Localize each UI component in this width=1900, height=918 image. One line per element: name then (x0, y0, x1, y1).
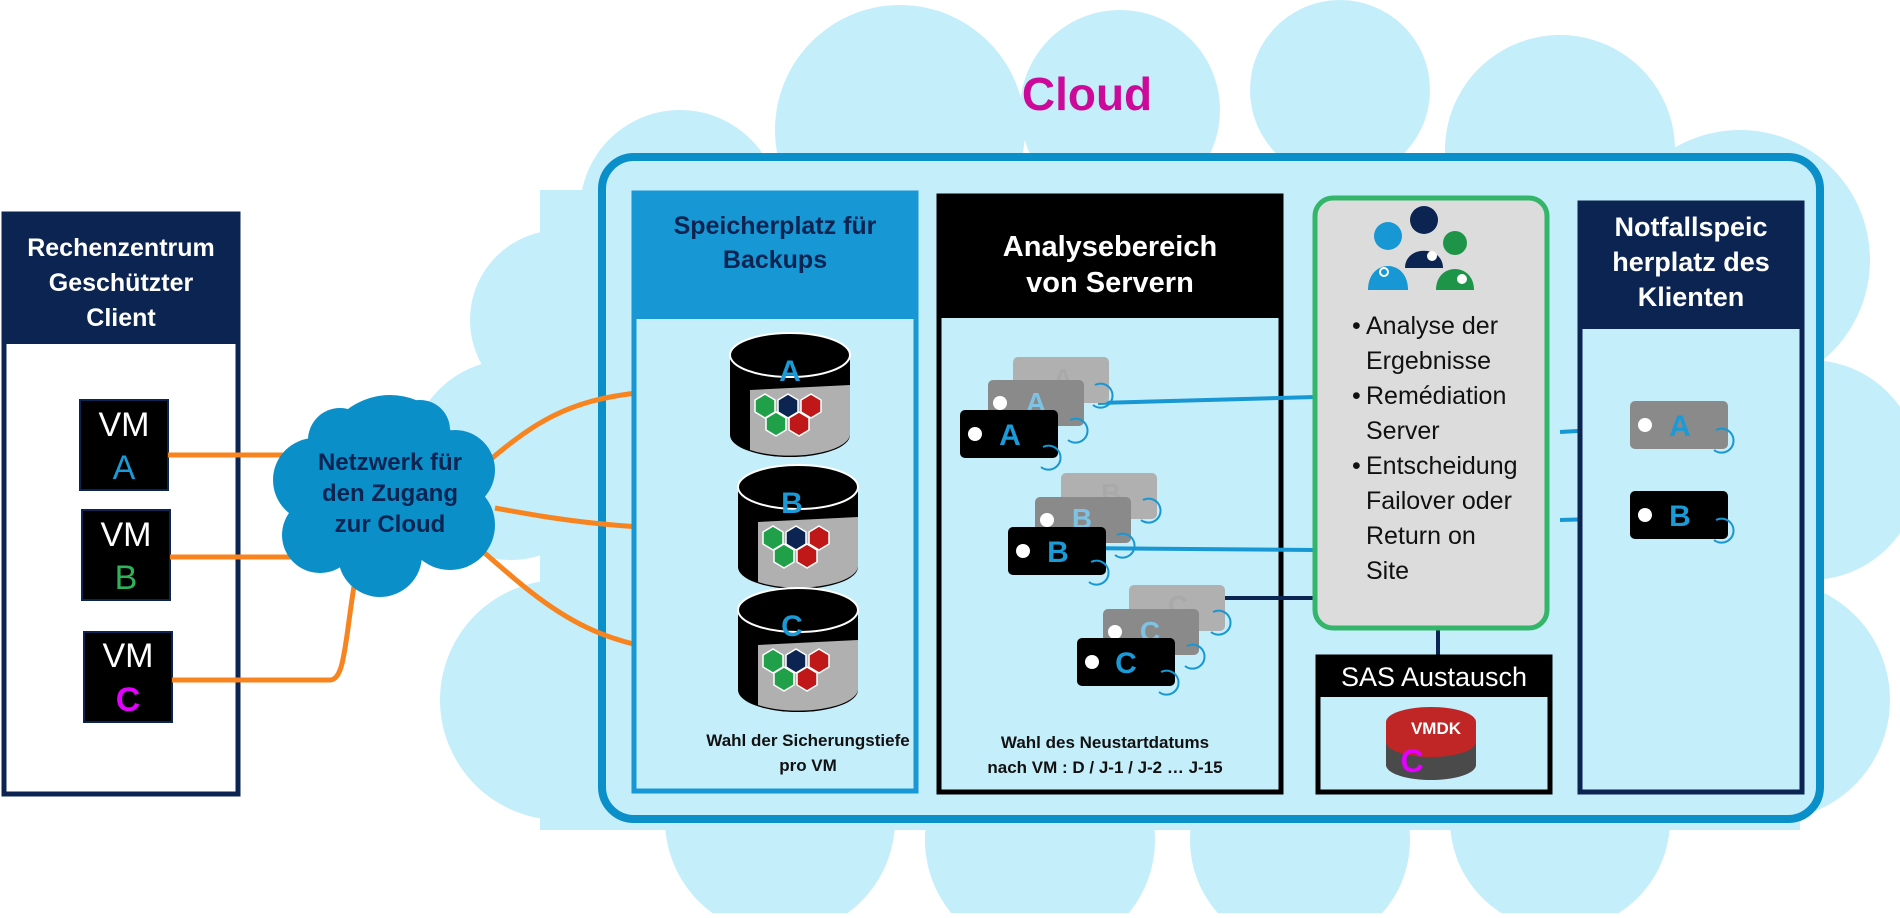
server-letter: B (1669, 500, 1691, 533)
vmdk-label: VMDK (1411, 719, 1462, 738)
vmdk-disk-icon[interactable]: VMDK C (1386, 707, 1476, 780)
emergency-title-line-1: Notfallspeic (1614, 212, 1767, 242)
emergency-server-a[interactable]: A (1630, 401, 1735, 454)
backup-caption-line-1: Wahl der Sicherungstiefe (706, 731, 909, 750)
server-stack-c[interactable]: C C C (1077, 585, 1232, 696)
server-letter: A (1669, 410, 1691, 443)
bullet-2-line-1: Remédiation (1366, 382, 1506, 410)
bullet-3-line-3: Return on (1366, 522, 1476, 550)
vm-box-c[interactable]: VM C (83, 631, 173, 723)
bullet-dot: • (1352, 312, 1361, 340)
server-letter: C (1115, 647, 1137, 680)
bullet-3-line-4: Site (1366, 557, 1409, 585)
analysis-caption-line-1: Wahl des Neustartdatums (1001, 733, 1209, 752)
datacenter-title-line-2: Geschützter (49, 269, 194, 297)
backup-db-b[interactable]: B (737, 464, 859, 589)
vm-box-b[interactable]: VM B (81, 509, 171, 601)
vm-label: VM (99, 406, 150, 444)
server-letter: B (1072, 503, 1092, 534)
bullet-3-line-1: Entscheidung (1366, 452, 1518, 480)
emergency-title-line-2: herplatz des (1612, 247, 1770, 277)
emergency-title-line-3: Klienten (1638, 282, 1745, 312)
sas-title: SAS Austausch (1341, 662, 1527, 692)
vm-letter: B (115, 559, 138, 597)
bullet-dot: • (1352, 452, 1361, 480)
sas-exchange-panel: SAS Austausch (1315, 654, 1553, 795)
bullet-2-line-2: Server (1366, 417, 1440, 445)
vmdk-letter: C (1400, 743, 1423, 779)
team-people-icon (1368, 206, 1474, 290)
network-title-line-2: den Zugang (322, 480, 458, 507)
analysis-title-line-1: Analysebereich (1003, 231, 1217, 263)
backup-db-c[interactable]: C (737, 587, 859, 712)
analysis-title-line-2: von Servern (1026, 267, 1194, 299)
team-panel: • Analyse der Ergebnisse • Remédiation S… (1312, 195, 1550, 631)
backup-db-a[interactable]: A (729, 332, 851, 457)
vm-label: VM (101, 516, 152, 554)
backup-title-line-2: Backups (723, 246, 827, 274)
vm-label: VM (103, 637, 154, 675)
analysis-caption-line-2: nach VM : D / J-1 / J-2 … J-15 (987, 758, 1222, 777)
datacenter-title-line-1: Rechenzentrum (27, 234, 215, 262)
emergency-server-b[interactable]: B (1630, 491, 1735, 544)
network-title-line-1: Netzwerk für (318, 449, 462, 476)
team-bullets: • Analyse der Ergebnisse • Remédiation S… (1352, 312, 1518, 585)
vm-letter: A (113, 449, 136, 487)
datacenter-title-line-3: Client (86, 304, 156, 332)
cloud-title: Cloud (1022, 68, 1152, 120)
server-stack-b[interactable]: B B B (1008, 473, 1162, 586)
backup-caption-line-2: pro VM (779, 756, 837, 775)
bullet-1-line-2: Ergebnisse (1366, 347, 1491, 375)
server-letter: B (1047, 536, 1069, 569)
bullet-1-line-1: Analyse der (1366, 312, 1498, 340)
bullet-dot: • (1352, 382, 1361, 410)
db-letter: B (781, 487, 803, 520)
server-stack-a[interactable]: A A A (960, 357, 1114, 471)
db-letter: A (779, 355, 801, 388)
network-title-line-3: zur Cloud (335, 511, 446, 538)
backup-title-line-1: Speicherplatz für (674, 212, 877, 240)
server-letter: A (999, 419, 1021, 452)
bullet-3-line-2: Failover oder (1366, 487, 1512, 515)
vm-box-a[interactable]: VM A (79, 399, 169, 491)
network-cloud (273, 395, 495, 597)
vm-letter: C (116, 681, 141, 719)
db-letter: C (781, 610, 803, 643)
